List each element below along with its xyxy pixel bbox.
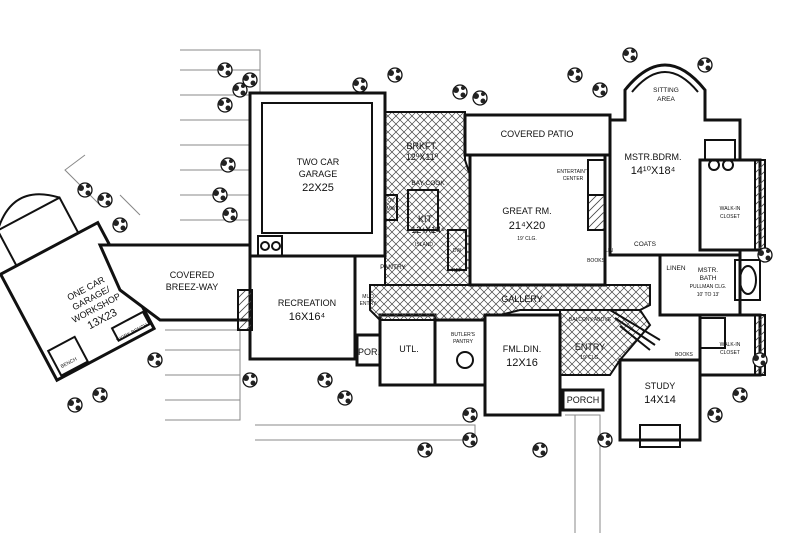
great-room-size: 21⁴X20 (509, 220, 546, 232)
walk-in-closet-1-line1: WALK-IN (720, 206, 741, 212)
lin-label: LIN (605, 248, 613, 254)
mud-entry-line2: ENTRY (360, 301, 378, 307)
porch (561, 388, 605, 412)
breezeway-line2: BREEZ-WAY (166, 282, 219, 292)
study-size: 14X14 (644, 394, 676, 406)
gallery-label: GALLERY (501, 294, 542, 304)
entry-label: ENTRY (575, 342, 605, 352)
mw-label: MW (387, 206, 396, 212)
breezeway-line1: COVERED (170, 270, 215, 280)
por (355, 333, 382, 367)
dw-label: DW (453, 248, 462, 254)
two-car-garage (248, 91, 387, 258)
recreation-size: 16X16⁴ (289, 311, 326, 323)
study-label: STUDY (645, 381, 676, 391)
kit-size: 12⁴X14⁶ (411, 225, 445, 235)
formal-dining (483, 313, 562, 417)
porch-label: PORCH (567, 395, 600, 405)
recreation-label: RECREATION (278, 298, 336, 308)
butlers-pantry-line2: PANTRY (453, 339, 473, 345)
study (618, 358, 702, 442)
entry-ceiling: 19' CLG. (580, 355, 600, 361)
butlers-pantry-line1: BUTLER'S (451, 332, 476, 338)
formal-dining-label: FML.DIN. (503, 344, 542, 354)
butlers-pantry (433, 318, 487, 387)
two-car-garage-size: 22X25 (302, 182, 334, 194)
bay-cook-label: BAY COOK (411, 180, 445, 187)
balcony-label: BALCONY ABOVE (569, 317, 612, 323)
master-bath-line1: MSTR. (698, 267, 718, 274)
entertainment-line1: ENTERTAIN'T (557, 169, 589, 175)
master-bath-line3: PULLMAN CLG. (690, 284, 727, 290)
books-2-label: BOOKS (675, 352, 693, 358)
great-room-ceiling: 19' CLG. (517, 236, 537, 242)
ref-label: REF (452, 268, 462, 274)
por-label: POR. (358, 347, 380, 357)
covered-patio (463, 113, 612, 157)
two-car-garage-line1: TWO CAR (297, 157, 340, 167)
walk-in-closet-1-line2: CLOSET (720, 214, 740, 220)
ov-label: OV (387, 198, 395, 204)
entertainment-line2: CENTER (563, 176, 584, 182)
master-bedroom-label: MSTR.BDRM. (625, 152, 682, 162)
sitting-area-line2: AREA (657, 96, 675, 103)
walk-in-closet-upper (698, 158, 762, 252)
kit-label: KIT (418, 214, 433, 224)
recreation (248, 254, 357, 361)
sitting-area-line1: SITTING (653, 87, 679, 94)
great-room-label: GREAT RM. (502, 206, 551, 216)
covered-patio-label: COVERED PATIO (501, 129, 574, 139)
utility-label: UTL. (399, 344, 419, 354)
coats-label: COATS (634, 241, 657, 248)
linen-label: LINEN (666, 265, 685, 272)
pantry-label: PANTRY (380, 264, 406, 271)
master-bath-line4: 10' TO 13' (697, 292, 720, 298)
master-bath-line2: BATH (700, 275, 717, 282)
covered-breezeway (97, 243, 252, 322)
brkft-label: BRKFT. (406, 141, 437, 151)
two-car-garage-line2: GARAGE (299, 169, 338, 179)
island-label: ISLAND (415, 242, 433, 248)
books-1-label: BOOKS (587, 258, 605, 264)
master-bedroom-size: 14¹⁰X18⁴ (631, 165, 676, 177)
gallery (369, 284, 651, 321)
walk-in-closet-2-line1: WALK-IN (720, 342, 741, 348)
formal-dining-size: 12X16 (506, 357, 538, 369)
brkft-size: 12⁰X11⁰ (406, 152, 439, 162)
mud-entry-line1: MUD (362, 294, 374, 300)
walk-in-closet-2-line2: CLOSET (720, 350, 740, 356)
